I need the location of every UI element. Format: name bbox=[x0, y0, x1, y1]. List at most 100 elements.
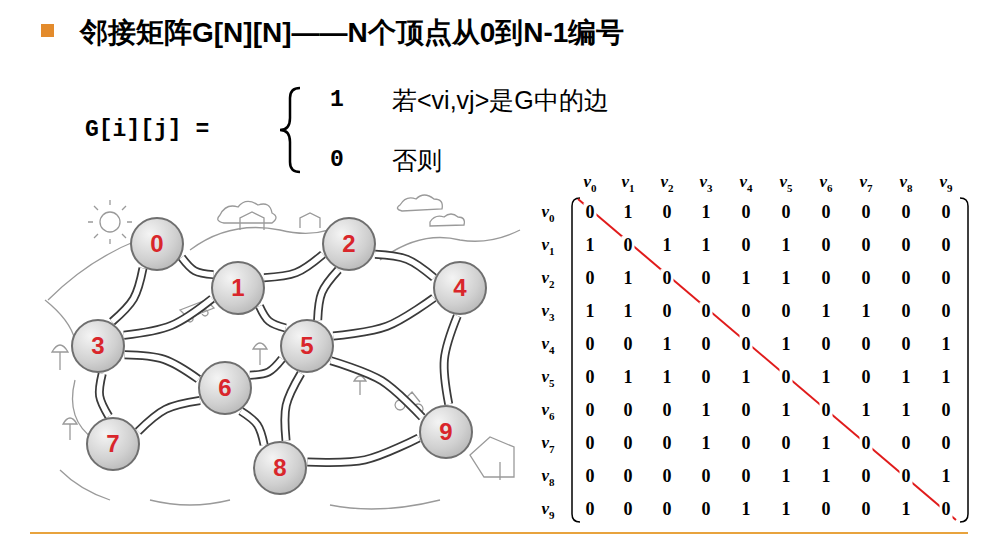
vertex-number: 3 bbox=[91, 332, 104, 360]
road-connector bbox=[125, 355, 199, 379]
matrix-cell: 1 bbox=[780, 236, 793, 256]
matrix-cell: 0 bbox=[940, 203, 953, 223]
matrix-cell: 0 bbox=[860, 236, 873, 256]
matrix-cell: 0 bbox=[700, 269, 713, 289]
vertex-circle: 8 bbox=[253, 441, 307, 495]
matrix-cell: 0 bbox=[584, 467, 597, 487]
matrix-cell: 0 bbox=[661, 401, 674, 421]
road-connector bbox=[285, 373, 301, 440]
matrix-cell: 1 bbox=[780, 269, 793, 289]
row-header: v1 bbox=[541, 235, 554, 256]
matrix-cell: 0 bbox=[780, 434, 793, 454]
vertex-circle: 6 bbox=[198, 361, 252, 415]
column-header: v5 bbox=[779, 172, 792, 193]
matrix-cell: 1 bbox=[700, 203, 713, 223]
column-header: v8 bbox=[899, 172, 912, 193]
vertex-number: 2 bbox=[342, 230, 355, 258]
matrix-cell: 0 bbox=[820, 335, 833, 355]
matrix-cell: 0 bbox=[780, 368, 793, 388]
matrix-bracket bbox=[572, 198, 580, 522]
road-connector bbox=[264, 254, 323, 277]
matrix-cell: 0 bbox=[940, 236, 953, 256]
matrix-cell: 0 bbox=[584, 500, 597, 520]
matrix-cell: 0 bbox=[900, 236, 913, 256]
road-connector bbox=[318, 270, 339, 320]
matrix-cell: 0 bbox=[940, 434, 953, 454]
matrix-cell: 0 bbox=[860, 203, 873, 223]
matrix-cell: 0 bbox=[661, 434, 674, 454]
matrix-cell: 0 bbox=[700, 467, 713, 487]
matrix-cell: 1 bbox=[860, 302, 873, 322]
matrix-cell: 0 bbox=[740, 302, 753, 322]
vertex-circle: 9 bbox=[419, 405, 473, 459]
road-connector bbox=[138, 401, 200, 432]
matrix-cell: 1 bbox=[940, 467, 953, 487]
matrix-cell: 1 bbox=[860, 401, 873, 421]
matrix-cell: 0 bbox=[584, 401, 597, 421]
vertex-circle: 7 bbox=[86, 417, 140, 471]
row-header: v0 bbox=[541, 202, 554, 223]
matrix-cell: 1 bbox=[900, 401, 913, 421]
matrix-cell: 1 bbox=[940, 335, 953, 355]
formula-condition: 若<vi,vj>是G中的边 bbox=[392, 84, 609, 117]
matrix-cell: 0 bbox=[860, 434, 873, 454]
matrix-cell: 0 bbox=[860, 269, 873, 289]
matrix-cell: 0 bbox=[780, 302, 793, 322]
matrix-cell: 0 bbox=[661, 467, 674, 487]
matrix-cell: 1 bbox=[622, 203, 635, 223]
matrix-cell: 0 bbox=[661, 269, 674, 289]
matrix-cell: 1 bbox=[900, 500, 913, 520]
matrix-cell: 0 bbox=[820, 401, 833, 421]
row-header: v3 bbox=[541, 301, 554, 322]
matrix-cell: 0 bbox=[661, 302, 674, 322]
vertex-number: 5 bbox=[300, 332, 313, 360]
matrix-cell: 0 bbox=[584, 269, 597, 289]
matrix-cell: 0 bbox=[940, 302, 953, 322]
matrix-cell: 0 bbox=[820, 236, 833, 256]
matrix-cell: 1 bbox=[940, 368, 953, 388]
matrix-cell: 0 bbox=[740, 236, 753, 256]
road-connector bbox=[124, 299, 212, 336]
road-connector bbox=[241, 411, 264, 445]
matrix-cell: 0 bbox=[820, 203, 833, 223]
matrix-cell: 1 bbox=[622, 302, 635, 322]
matrix-cell: 0 bbox=[820, 269, 833, 289]
column-header: v7 bbox=[859, 172, 872, 193]
column-header: v1 bbox=[621, 172, 634, 193]
vertex-circle: 1 bbox=[211, 261, 265, 315]
road-connector bbox=[250, 359, 282, 375]
column-header: v6 bbox=[819, 172, 832, 193]
vertex-number: 0 bbox=[150, 230, 163, 258]
matrix-cell: 1 bbox=[900, 368, 913, 388]
slide-title: 邻接矩阵G[N][N]——N个顶点从0到N-1编号 bbox=[80, 14, 624, 52]
matrix-cell: 1 bbox=[740, 269, 753, 289]
vertex-number: 9 bbox=[439, 418, 452, 446]
matrix-cell: 0 bbox=[860, 467, 873, 487]
matrix-cell: 0 bbox=[622, 434, 635, 454]
road-connector bbox=[182, 257, 214, 274]
row-header: v7 bbox=[541, 433, 554, 454]
row-header: v6 bbox=[541, 400, 554, 421]
road-connector bbox=[112, 268, 143, 322]
matrix-cell: 1 bbox=[661, 236, 674, 256]
matrix-cell: 1 bbox=[584, 302, 597, 322]
matrix-cell: 1 bbox=[820, 302, 833, 322]
matrix-cell: 0 bbox=[584, 203, 597, 223]
formula-value: 1 bbox=[330, 87, 344, 113]
title-bullet bbox=[41, 24, 54, 37]
matrix-cell: 1 bbox=[700, 401, 713, 421]
column-header: v9 bbox=[939, 172, 952, 193]
row-header: v4 bbox=[541, 334, 554, 355]
matrix-cell: 0 bbox=[900, 269, 913, 289]
matrix-cell: 0 bbox=[700, 368, 713, 388]
matrix-cell: 0 bbox=[740, 467, 753, 487]
road-connector bbox=[444, 316, 457, 404]
road-connector bbox=[307, 438, 418, 463]
brace bbox=[280, 88, 300, 172]
matrix-cell: 1 bbox=[700, 236, 713, 256]
matrix-cell: 0 bbox=[940, 401, 953, 421]
matrix-cell: 0 bbox=[622, 401, 635, 421]
row-header: v9 bbox=[541, 499, 554, 520]
